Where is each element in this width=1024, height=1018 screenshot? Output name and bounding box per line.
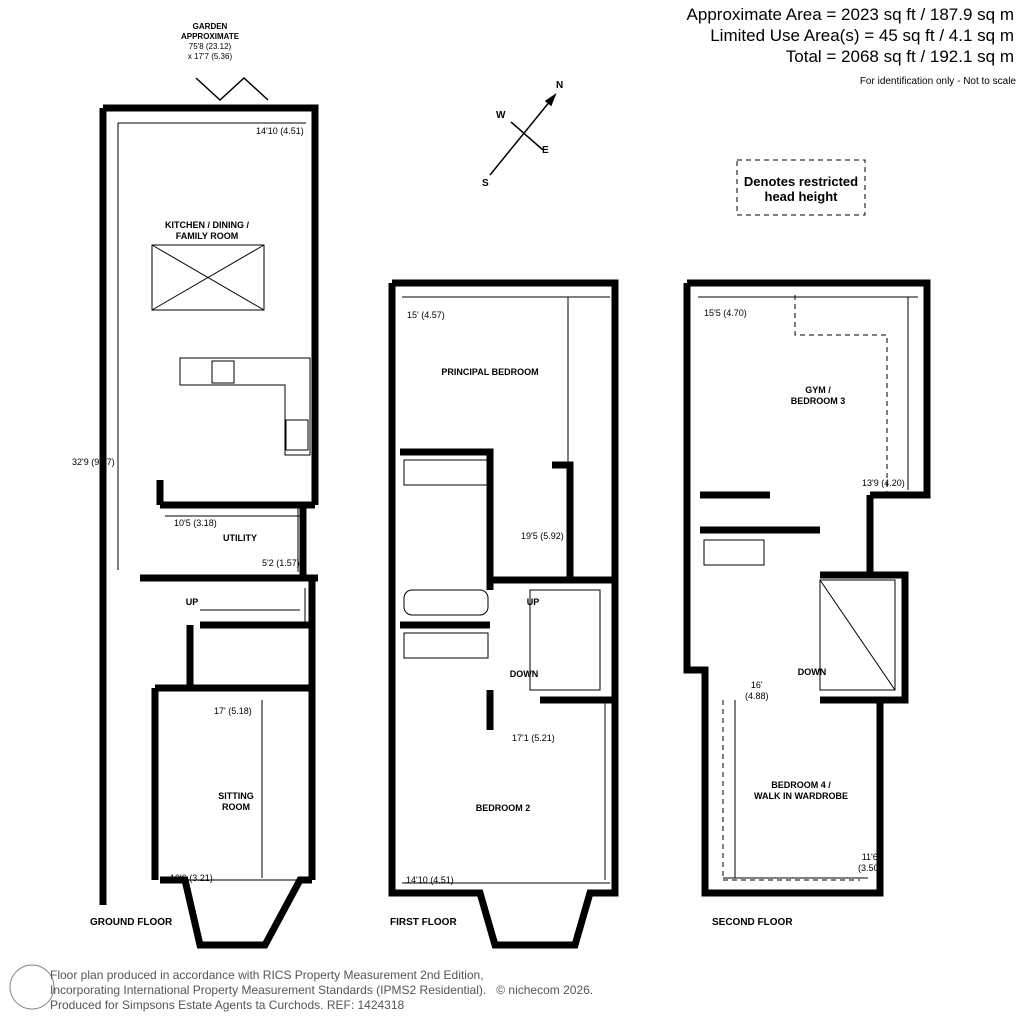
total-area: Total = 2068 sq ft / 192.1 sq m <box>785 47 1014 66</box>
utility-label: UTILITY <box>223 533 257 543</box>
compass-n: N <box>556 80 564 91</box>
gym-length: 13'9 (4.20) <box>862 478 905 488</box>
compass-e: E <box>542 145 549 156</box>
kitchen-label: KITCHEN / DINING / FAMILY ROOM <box>165 220 249 242</box>
fixtures <box>151 244 896 691</box>
principal-label: PRINCIPAL BEDROOM <box>441 367 539 377</box>
gym-width: 15'5 (4.70) <box>704 308 747 318</box>
dimension-lines <box>117 122 918 884</box>
sitting-label: SITTING ROOM <box>218 791 254 813</box>
second-floor-title: SECOND FLOOR <box>712 917 793 928</box>
scale-note: For identification only - Not to scale <box>859 76 1016 87</box>
ground-floor-title: GROUND FLOOR <box>90 917 173 928</box>
gym-label: GYM / BEDROOM 3 <box>791 385 846 407</box>
room-name: ROOM <box>222 802 250 812</box>
stairs-up: UP <box>185 597 199 607</box>
room-name: KITCHEN / DINING / <box>164 220 250 230</box>
footer-line: Produced for Simpsons Estate Agents ta C… <box>50 998 405 1012</box>
compass-w: W <box>496 110 506 121</box>
kitchen-length: 32'9 (9.97) <box>72 457 115 467</box>
garden-label: GARDEN APPROXIMATE 75'8 (23.12) x 17'7 (… <box>181 22 239 62</box>
principal-length: 19'5 (5.92) <box>521 531 564 541</box>
utility-width: 10'5 (3.18) <box>174 518 217 528</box>
utility-depth: 5'2 (1.57) <box>262 558 300 568</box>
kitchen-width: 14'10 (4.51) <box>256 126 304 136</box>
footer-text: Floor plan produced in accordance with R… <box>50 968 593 1013</box>
bedroom4-label: BEDROOM 4 / WALK IN WARDROBE <box>754 780 848 802</box>
footer-line: Floor plan produced in accordance with R… <box>50 968 484 982</box>
sitting-width: 10'6 (3.21) <box>170 873 213 883</box>
dim-line: 16' <box>750 680 763 690</box>
walls <box>99 104 931 949</box>
stairs-up: UP <box>526 597 540 607</box>
dim-line: (3.50) <box>858 863 882 873</box>
legend-line: Denotes restricted <box>743 174 859 189</box>
bedroom4-width: 11'6 (3.50) <box>858 852 882 874</box>
restricted-legend: Denotes restricted head height <box>744 174 858 204</box>
room-name: FAMILY ROOM <box>175 231 239 241</box>
stairs-down: DOWN <box>797 667 827 677</box>
garden-title: GARDEN <box>192 22 228 31</box>
room-name: GYM / <box>805 385 831 395</box>
stairs-down: DOWN <box>509 669 539 679</box>
person-logo-icon <box>9 964 55 1010</box>
garden-sub: APPROXIMATE <box>180 32 240 41</box>
dim-line: 11'6 <box>861 852 878 862</box>
bedroom4-length: 16' (4.88) <box>745 680 769 702</box>
room-name: BEDROOM 3 <box>790 396 846 406</box>
room-name: BEDROOM 4 / <box>771 780 831 790</box>
room-name: WALK IN WARDROBE <box>754 791 848 801</box>
bedroom2-width: 14'10 (4.51) <box>406 875 454 885</box>
garden-dim: x 17'7 (5.36) <box>187 52 233 61</box>
footer-standards: Incorporating International Property Mea… <box>50 983 487 997</box>
restricted-height-lines <box>722 159 888 881</box>
principal-width: 15' (4.57) <box>407 310 445 320</box>
dim-line: (4.88) <box>745 691 769 701</box>
footer-line: Incorporating International Property Mea… <box>50 983 593 998</box>
room-name: SITTING <box>218 791 254 801</box>
garden-dim: 75'8 (23.12) <box>188 42 232 51</box>
approximate-area: Approximate Area = 2023 sq ft / 187.9 sq… <box>686 5 1014 24</box>
compass-s: S <box>482 178 489 189</box>
copyright: © nichecom 2026. <box>496 983 594 997</box>
sitting-length: 17' (5.18) <box>214 706 252 716</box>
bedroom2-label: BEDROOM 2 <box>475 803 531 813</box>
bifold-door-icon <box>195 76 269 102</box>
legend-line: head height <box>764 189 838 204</box>
first-floor-title: FIRST FLOOR <box>390 917 457 928</box>
compass-icon <box>489 93 557 176</box>
bedroom2-length: 17'1 (5.21) <box>512 733 555 743</box>
limited-use-area: Limited Use Area(s) = 45 sq ft / 4.1 sq … <box>710 26 1014 45</box>
